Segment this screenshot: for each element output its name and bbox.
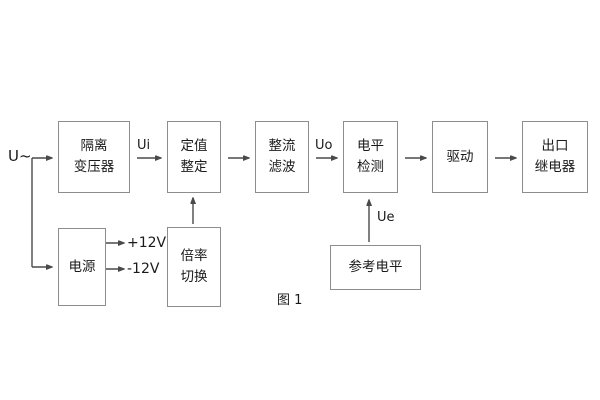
block-drive[interactable]: 驱动 xyxy=(432,121,488,193)
block-label-line: 整定 xyxy=(180,159,208,175)
block-label-line: 变压器 xyxy=(73,159,115,175)
block-reference-level[interactable]: 参考电平 xyxy=(330,245,421,290)
block-label-line: 继电器 xyxy=(534,159,576,175)
label-ue: Ue xyxy=(377,210,395,225)
block-label-line: 倍率 xyxy=(180,248,208,265)
connector-input-branch-to-power xyxy=(31,158,52,267)
figure-caption: 图 1 xyxy=(277,293,303,308)
block-level-detect[interactable]: 电平 检测 xyxy=(343,121,398,193)
block-power-supply[interactable]: 电源 xyxy=(58,228,106,306)
block-rectify-filter[interactable]: 整流 滤波 xyxy=(255,121,309,193)
label-negative-12v: -12V xyxy=(127,261,160,277)
block-label-line: 定值 xyxy=(180,138,208,155)
block-label-line: 电源 xyxy=(68,258,96,275)
block-label-line: 整流 xyxy=(268,138,296,155)
block-label-line: 隔离 xyxy=(80,138,108,155)
block-label-line: 电平 xyxy=(357,138,384,155)
block-ratio-switch[interactable]: 倍率 切换 xyxy=(167,227,221,307)
block-label-line: 出口 xyxy=(541,138,569,155)
label-positive-12v: +12V xyxy=(127,235,167,251)
block-label-line: 切换 xyxy=(180,269,208,285)
block-label-line: 检测 xyxy=(357,159,384,175)
block-label-line: 参考电平 xyxy=(348,259,403,276)
block-setting-value[interactable]: 定值 整定 xyxy=(167,121,221,193)
block-isolation-transformer[interactable]: 隔离 变压器 xyxy=(58,121,130,193)
label-input-voltage: U~ xyxy=(8,147,32,165)
block-output-relay[interactable]: 出口 继电器 xyxy=(522,121,588,193)
label-uo: Uo xyxy=(315,138,333,153)
block-label-line: 驱动 xyxy=(446,148,474,165)
block-label-line: 滤波 xyxy=(268,159,296,175)
label-ui: Ui xyxy=(137,138,151,153)
